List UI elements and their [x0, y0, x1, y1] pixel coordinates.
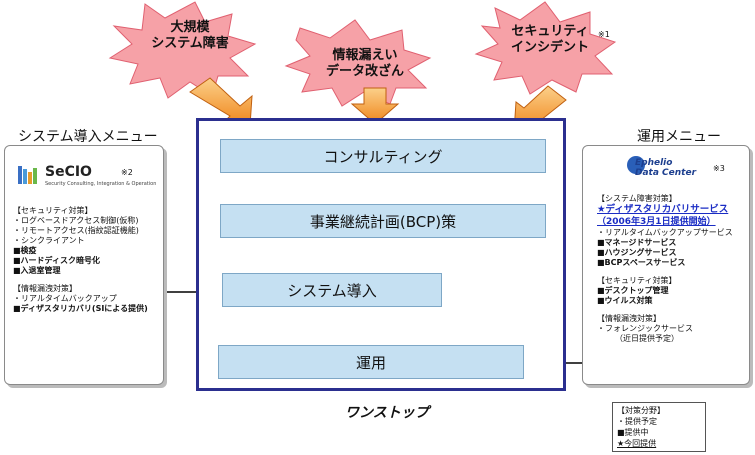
- step-bcp-label: 事業継続計画(BCP)策: [309, 212, 457, 231]
- ephelio-logo-icon: [627, 156, 645, 174]
- right-menu-heading: 運用メニュー: [637, 129, 721, 145]
- left-line-gap: [13, 276, 148, 284]
- arrow-orange-left: [189, 77, 253, 127]
- burst-3-line-1: セキュリティ: [511, 24, 589, 39]
- burst-2-line-2: データ改ざん: [325, 64, 404, 79]
- right-line-7: ■BCPスペースサービス: [597, 258, 686, 267]
- left-line-10: ・リアルタイムバックアップ: [13, 294, 117, 303]
- left-line-2: ・ログベースドアクセス制御(仮称): [13, 216, 139, 225]
- right-line-6: ■ハウジングサービス: [597, 248, 677, 257]
- legend-box: 【対策分野】 ・提供予定 ■提供中 ★今回提供: [612, 402, 706, 452]
- right-line-10: ■デスクトップ管理: [597, 286, 669, 295]
- arrow-orange-center: [350, 87, 400, 125]
- left-panel-lines: 【セキュリティ対策】 ・ログベースドアクセス制御(仮称) ・リモートアクセス(指…: [13, 206, 148, 314]
- right-line-2: ★ディザスタリカバリサービス: [597, 204, 729, 215]
- right-line-11: ■ウイルス対策: [597, 296, 653, 305]
- right-line-gap-1: [597, 268, 733, 276]
- step-system-introduction: システム導入: [222, 273, 442, 307]
- left-panel-note: ※2: [121, 168, 133, 177]
- burst-2-label: 情報漏えい データ改ざん: [315, 48, 415, 80]
- step-consulting: コンサルティング: [220, 139, 546, 173]
- left-line-1: 【セキュリティ対策】: [13, 206, 93, 215]
- right-panel-note: ※3: [713, 164, 725, 173]
- burst-3-note: ※1: [598, 30, 610, 39]
- step-bcp: 事業継続計画(BCP)策: [220, 204, 546, 238]
- right-line-13: 【情報漏洩対策】: [597, 314, 661, 323]
- left-menu-panel: SeCIO Security Consulting, Integration &…: [4, 145, 164, 385]
- right-line-14: ・フォレンジックサービス: [597, 324, 693, 333]
- left-menu-heading: システム導入メニュー: [18, 129, 158, 145]
- burst-1-line-2: システム障害: [151, 36, 229, 51]
- right-line-3: （2006年3月1日提供開始）: [597, 217, 716, 227]
- legend-item-available: ■提供中: [617, 428, 649, 437]
- left-line-5: ■検疫: [13, 246, 37, 255]
- step-system-introduction-label: システム導入: [287, 281, 377, 300]
- burst-3-shape: [474, 1, 617, 95]
- left-line-11: ■ディザスタリカバリ(SIによる提供): [13, 304, 148, 313]
- burst-2-line-1: 情報漏えい: [332, 48, 398, 63]
- left-line-6: ■ハードディスク暗号化: [13, 256, 100, 265]
- right-line-4: ・リアルタイムバックアップサービス: [597, 228, 733, 237]
- secio-logo-name: SeCIO: [45, 164, 92, 180]
- step-operation: 運用: [218, 345, 524, 379]
- burst-2-shape: [284, 19, 432, 107]
- right-line-1: 【システム障害対策】: [597, 194, 677, 203]
- legend-item-new: ★今回提供: [617, 439, 657, 448]
- legend-title: 【対策分野】: [617, 406, 665, 415]
- right-line-9: 【セキュリティ対策】: [597, 276, 677, 285]
- ephelio-logo-line2: Data Center: [635, 168, 697, 178]
- secio-logo-tagline: Security Consulting, Integration & Opera…: [45, 181, 157, 187]
- right-line-5: ■マネージドサービス: [597, 238, 677, 247]
- left-line-3: ・リモートアクセス(指紋認証機能): [13, 226, 139, 235]
- right-line-gap-2: [597, 306, 733, 314]
- step-consulting-label: コンサルティング: [323, 147, 443, 166]
- ephelio-logo-line1: Ephelio: [635, 158, 673, 168]
- right-panel-lines: 【システム障害対策】 ★ディザスタリカバリサービス （2006年3月1日提供開始…: [597, 194, 733, 344]
- left-line-7: ■入退室管理: [13, 266, 61, 275]
- one-stop-label: ワンストップ: [345, 405, 429, 421]
- left-line-9: 【情報漏洩対策】: [13, 284, 77, 293]
- right-line-15: （近日提供予定）: [615, 334, 679, 343]
- burst-3-line-2: インシデント: [510, 40, 589, 55]
- secio-logo-icon: [17, 164, 43, 186]
- step-operation-label: 運用: [355, 353, 386, 372]
- burst-1-label: 大規模 システム障害: [145, 20, 235, 52]
- right-menu-panel: Ephelio Data Center ※3 【システム障害対策】 ★ディザスタ…: [582, 145, 750, 385]
- burst-1-line-1: 大規模: [170, 20, 210, 35]
- burst-3-label: セキュリティ インシデント: [500, 24, 600, 56]
- legend-item-planned: ・提供予定: [617, 417, 657, 426]
- left-line-4: ・シンクライアント: [13, 236, 85, 245]
